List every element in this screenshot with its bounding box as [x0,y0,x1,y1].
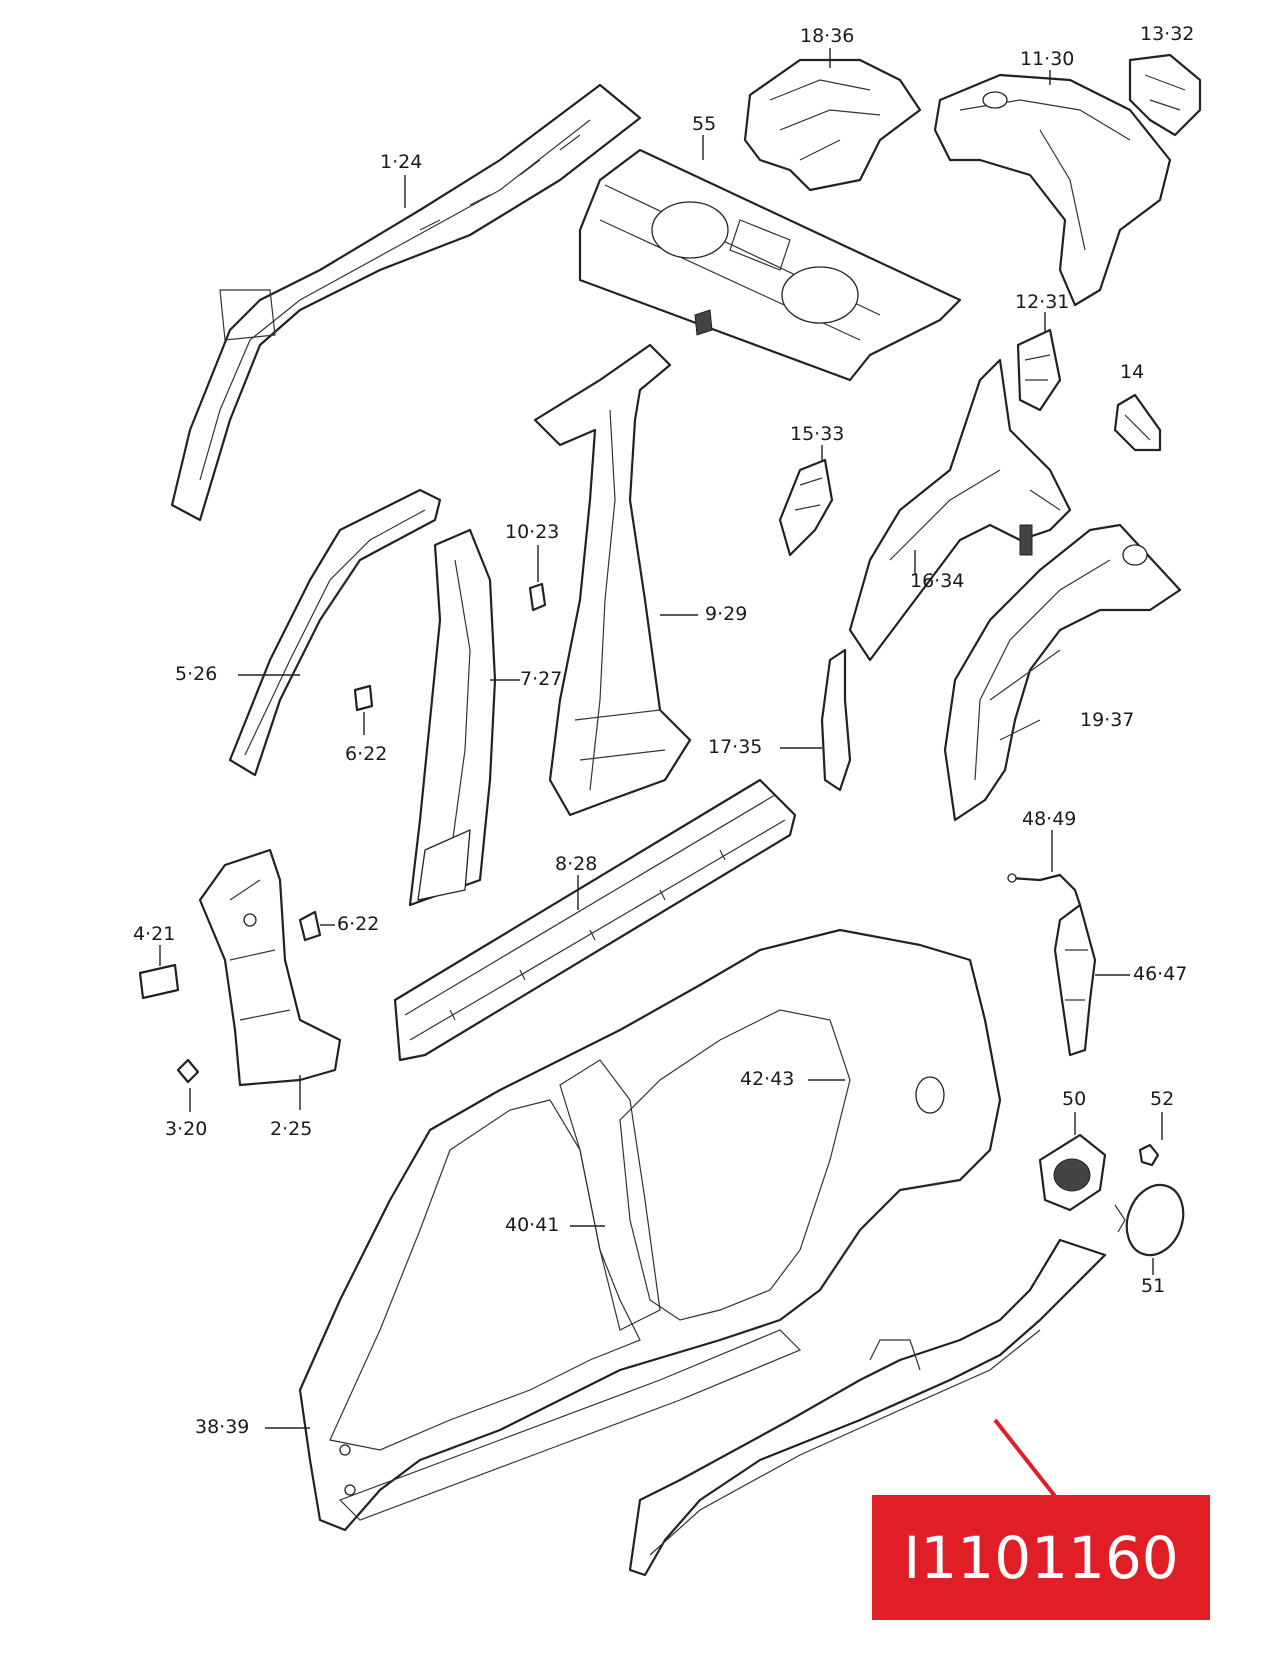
part-clip-14 [1113,393,1162,452]
part-clip-3 [176,1058,200,1084]
part-fuel-door-bumper [1138,1143,1160,1167]
callout-leader [993,1418,1060,1502]
label-48-49: 48·49 [1022,808,1076,830]
part-number-callout: I1101160 [872,1495,1210,1620]
part-trim-bracket-15 [778,458,834,557]
label-13-32: 13·32 [1140,23,1194,45]
label-4-21: 4·21 [133,923,175,945]
label-16-34: 16·34 [910,570,964,592]
part-quarter-extension [820,648,852,792]
label-40-41: 40·41 [505,1214,559,1236]
label-6-22-a: 6·22 [345,743,387,765]
label-7-27: 7·27 [520,668,562,690]
label-46-47: 46·47 [1133,963,1187,985]
label-55: 55 [692,113,716,135]
label-15-33: 15·33 [790,423,844,445]
part-side-sill-outer [628,1238,1107,1577]
part-corner-bracket [1128,53,1202,137]
part-rear-package-tray [578,148,962,382]
part-fuel-filler-housing [1038,1133,1107,1212]
part-side-sill-inner [393,778,797,1062]
part-roof-side-rail [170,83,642,522]
label-5-26: 5·26 [175,663,217,685]
part-rear-wheelhouse-upper [933,73,1172,307]
label-9-29: 9·29 [705,603,747,625]
part-number-text: I1101160 [903,1523,1179,1592]
part-fuel-hinge [1053,903,1097,1057]
part-b-pillar-inner [533,343,692,817]
part-body-side-outer [298,928,1002,1532]
label-51: 51 [1141,1275,1165,1297]
part-a-pillar-rail [228,488,442,777]
label-17-35: 17·35 [708,736,762,758]
label-52: 52 [1150,1088,1174,1110]
label-8-28: 8·28 [555,853,597,875]
label-3-20: 3·20 [165,1118,207,1140]
label-1-24: 1·24 [380,151,422,173]
label-6-22-b: 6·22 [337,913,379,935]
part-clip-6-upper [353,684,374,712]
label-14: 14 [1120,361,1144,383]
part-small-plug [528,582,547,612]
part-rear-wheelhouse-inner [943,523,1182,822]
part-fuel-filler-door [1114,1183,1185,1257]
label-10-23: 10·23 [505,521,559,543]
part-b-pillar-reinforcement [408,528,497,907]
label-19-37: 19·37 [1080,709,1134,731]
part-hinge-wire [1007,873,1082,907]
part-a-pillar-lower [198,848,342,1087]
label-11-30: 11·30 [1020,48,1074,70]
label-50: 50 [1062,1088,1086,1110]
label-42-43: 42·43 [740,1068,794,1090]
label-38-39: 38·39 [195,1416,249,1438]
part-plate-4 [138,963,180,1000]
part-rear-bracket [743,58,922,192]
part-quarter-inner [848,358,1072,662]
part-quarter-bracket [1016,328,1062,412]
label-18-36: 18·36 [800,25,854,47]
part-clip-6-lower [298,910,322,942]
label-2-25: 2·25 [270,1118,312,1140]
label-12-31: 12·31 [1015,291,1069,313]
